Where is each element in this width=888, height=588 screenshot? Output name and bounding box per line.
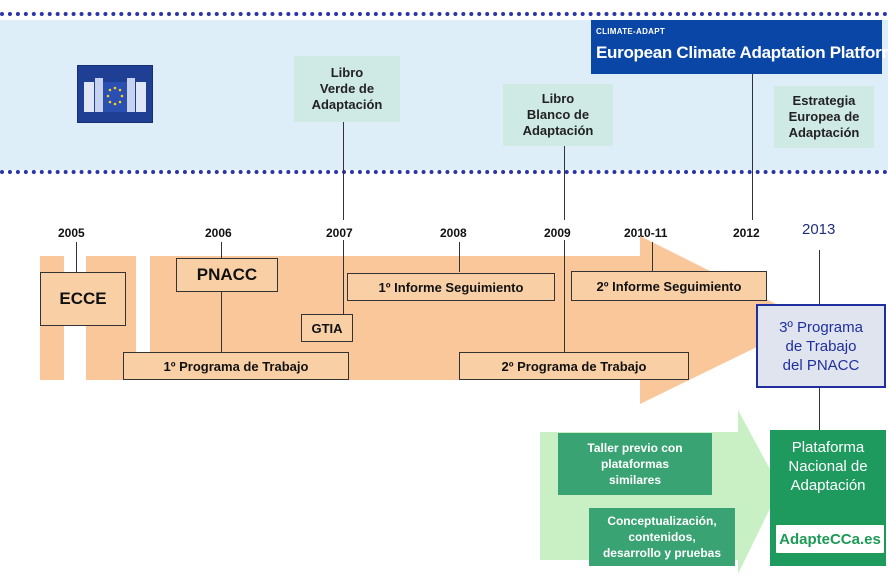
connector-2013-top bbox=[819, 250, 820, 304]
informe-2-box: 2º Informe Seguimiento bbox=[571, 271, 767, 301]
connector-2008 bbox=[459, 242, 460, 272]
programa-2-box: 2º Programa de Trabajo bbox=[459, 352, 689, 380]
climate-adapt-title: European Climate Adaptation Platform bbox=[596, 43, 888, 62]
connector-2013-bottom bbox=[819, 386, 820, 430]
libro-verde-box: Libro Verde de Adaptación bbox=[294, 56, 400, 122]
year-2008: 2008 bbox=[440, 226, 467, 240]
year-2007: 2007 bbox=[326, 226, 353, 240]
dotted-separator-top bbox=[0, 12, 888, 16]
conceptualizacion-box: Conceptualización, contenidos, desarroll… bbox=[589, 508, 735, 566]
connector-2009 bbox=[564, 146, 565, 220]
year-2009: 2009 bbox=[544, 226, 571, 240]
connector-2007 bbox=[343, 122, 344, 220]
pnacc-box: PNACC bbox=[176, 258, 278, 292]
libro-blanco-box: Libro Blanco de Adaptación bbox=[503, 84, 613, 146]
ecce-box: ECCE bbox=[40, 272, 126, 326]
informe-1-box: 1º Informe Seguimiento bbox=[347, 273, 555, 301]
estrategia-europea-box: Estrategia Europea de Adaptación bbox=[774, 86, 874, 148]
year-2006: 2006 bbox=[205, 226, 232, 240]
connector-2009-lower bbox=[564, 240, 565, 352]
climate-adapt-small-label: CLIMATE-ADAPT bbox=[596, 27, 666, 36]
connector-2010 bbox=[652, 242, 653, 272]
connector-2006-top bbox=[221, 242, 222, 258]
taller-previo-box: Taller previo con plataformas similares bbox=[558, 433, 712, 495]
connector-2007-lower bbox=[343, 240, 344, 314]
connector-2005 bbox=[76, 242, 77, 272]
year-2005: 2005 bbox=[58, 226, 85, 240]
gtia-box: GTIA bbox=[301, 314, 353, 342]
dotted-separator-bottom bbox=[0, 170, 888, 174]
adaptecca-logo: AdapteCCa.es bbox=[774, 523, 886, 555]
connector-2012 bbox=[752, 74, 753, 220]
eu-commission-logo-icon bbox=[77, 65, 153, 123]
connector-2006-bottom bbox=[221, 290, 222, 352]
year-2012: 2012 bbox=[733, 226, 760, 240]
year-2010-11: 2010-11 bbox=[624, 226, 668, 240]
programa-3-box: 3º Programa de Trabajo del PNACC bbox=[756, 304, 886, 388]
programa-1-box: 1º Programa de Trabajo bbox=[123, 352, 349, 380]
climate-adapt-banner: CLIMATE-ADAPT European Climate Adaptatio… bbox=[591, 20, 888, 74]
year-2013: 2013 bbox=[802, 221, 836, 238]
